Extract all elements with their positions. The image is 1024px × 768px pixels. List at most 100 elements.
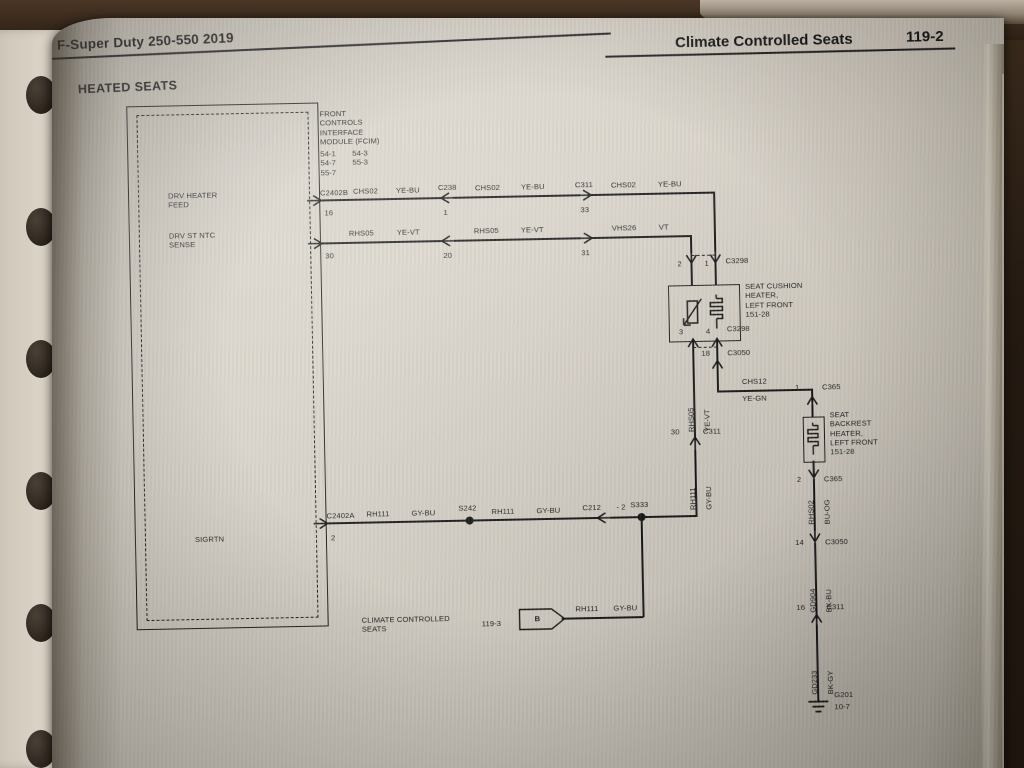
binder-hole [26, 76, 56, 114]
pin-signal-drv-heater-feed: DRV HEATER FEED [167, 190, 218, 210]
connector-c311-pin31: 31 [581, 248, 591, 258]
connector-c3050-label-14: C3050 [825, 536, 849, 547]
connector-c365-pin2-chevron [806, 461, 822, 480]
connector-c3050-pin14-chevron [807, 525, 823, 544]
circuit-id-rhs05-2: RHS05 [473, 225, 499, 236]
pin-number-16: 16 [324, 208, 334, 218]
circuit-id-gd233: GD233 [809, 670, 820, 695]
connector-c3298-pin4: 4 [705, 326, 711, 336]
circuit-id-rhs05-vert: RHS05 [686, 407, 696, 433]
backrest-heater-element-symbol [805, 422, 822, 455]
wire-color-ye-vt-2: YE-VT [520, 225, 544, 235]
circuit-id-chs12: CHS12 [741, 376, 767, 387]
connector-c212-label: C212 [582, 502, 602, 513]
connector-c212-pin: - 2 [616, 502, 626, 512]
wire-color-ye-vt-1: YE-VT [396, 227, 420, 237]
seat-backrest-heater-label: SEAT BACKREST HEATER, LEFT FRONT 151-28 [829, 409, 878, 457]
wire-color-bu-og: BU-OG [822, 499, 832, 525]
diagram-title: HEATED SEATS [77, 78, 178, 97]
fcim-refs-col1: 54-1 54-7 55-7 [320, 149, 337, 177]
connector-c3298-pin1: 1 [704, 258, 709, 268]
cross-reference-tag-letter: B [534, 614, 541, 624]
connector-c311-pin30: 30 [670, 427, 680, 437]
connector-c3298-bottom-label: C3298 [726, 323, 750, 334]
pin-number-2: 2 [330, 533, 336, 543]
wire-s333-down [640, 517, 645, 618]
circuit-id-chs02-1: CHS02 [352, 186, 379, 196]
wire-vhs26-seg3 [589, 235, 691, 239]
circuit-id-vhs26: VHS26 [611, 223, 637, 233]
binder-hole [26, 730, 56, 768]
circuit-id-gd904: GD904 [808, 588, 818, 613]
wire-color-ye-gn: YE-GN [742, 393, 767, 404]
connector-c365-pin1: 1 [794, 382, 800, 392]
section-header: Climate Controlled Seats [674, 30, 853, 52]
circuit-id-chs02-3: CHS02 [610, 180, 636, 190]
wire-color-gy-bu-vert: GY-BU [703, 486, 714, 510]
connector-c238-pin20: 20 [443, 250, 453, 261]
wire-rh111-seg3 [610, 514, 697, 519]
wire-c365-to-backrest [811, 404, 814, 417]
wire-into-cushion-pin1 [714, 262, 717, 285]
connector-c365-label-bottom: C365 [823, 474, 843, 484]
splice-s242-label: S242 [458, 503, 477, 513]
manual-page: F-Super Duty 250-550 2019 Climate Contro… [52, 18, 1004, 768]
circuit-id-chs02-2: CHS02 [474, 182, 501, 193]
wire-chs02-seg2 [453, 194, 581, 199]
wire-rhs05-seg1 [321, 240, 444, 245]
connector-c3050-pin18: 18 [701, 348, 711, 358]
circuit-id-rh111-2: RH111 [491, 506, 515, 517]
connector-c311-label-16: C311 [826, 602, 845, 612]
wire-color-ye-bu-1: YE-BU [395, 185, 420, 195]
connector-c365-pin2: 2 [796, 474, 802, 484]
connector-c3050-label-18: C3050 [727, 347, 751, 358]
binder-hole [26, 340, 56, 378]
pin-number-30: 30 [325, 251, 335, 261]
binder-hole [26, 208, 56, 246]
connector-c3298-pin3-chevron [685, 337, 701, 355]
connector-c212-chevron [596, 510, 612, 526]
diagram-content: F-Super Duty 250-550 2019 Climate Contro… [52, 18, 1004, 768]
page-number: 119-2 [905, 27, 944, 46]
wire-rh111-seg2 [472, 516, 601, 522]
connector-c3298-top-label: C3298 [725, 255, 749, 266]
ground-symbol-g201 [806, 698, 830, 719]
connector-c311-label-30: C311 [702, 426, 721, 436]
splice-s333-label: S333 [630, 499, 649, 510]
wire-s333-to-ref-tag [561, 616, 644, 620]
page-edge-stack [982, 44, 1004, 768]
thermistor-symbol [681, 295, 704, 329]
heater-element-symbol [708, 294, 725, 329]
connector-c3298-pin3: 3 [678, 327, 684, 337]
pin-signal-drv-st-ntc-sense: DRV ST NTC SENSE [168, 230, 216, 250]
connector-c365-label-top: C365 [821, 382, 841, 392]
ground-id-g201: G201 [834, 689, 854, 700]
wire-rhs05-seg2 [453, 237, 581, 242]
connector-c311-label-row1: C311 [574, 180, 593, 190]
connector-c311-pin30-chevron [687, 435, 703, 453]
binder-hole [26, 472, 56, 510]
ground-ref-10-7: 10-7 [834, 701, 851, 712]
circuit-id-rh111-vert: RH111 [688, 487, 698, 511]
wire-chs02-drop-to-c3298 [713, 191, 716, 252]
wire-color-ye-bu-2: YE-BU [520, 181, 545, 192]
wire-color-gy-bu-1: GY-BU [411, 508, 436, 518]
wire-color-gy-bu-ref: GY-BU [613, 603, 638, 613]
wire-color-ye-bu-3: YE-BU [657, 179, 682, 189]
circuit-id-rh111-ref: RH111 [575, 603, 599, 614]
fcim-refs-col2: 54-3 55-3 [352, 148, 369, 168]
page-edge-stack-2 [1002, 74, 1004, 768]
binder-hole [26, 604, 56, 642]
manual-title: F-Super Duty 250-550 2019 [56, 30, 235, 53]
circuit-id-rh111-1: RH111 [366, 509, 390, 519]
connector-c238-label: C238 [437, 182, 457, 193]
connector-c3298-pin4-chevron [709, 336, 725, 354]
connector-c238-pin20-chevron [440, 233, 457, 249]
connector-c2402b-label: C2402B [319, 187, 349, 198]
wire-into-cushion-pin2 [690, 263, 693, 286]
fcim-module-name: FRONT CONTROLS INTERFACE MODULE (FCIM) [319, 108, 380, 147]
circuit-id-rhs05-1: RHS05 [348, 228, 374, 238]
connector-c3298-pin2: 2 [677, 259, 682, 269]
connector-c238-pin1: 1 [443, 207, 448, 218]
